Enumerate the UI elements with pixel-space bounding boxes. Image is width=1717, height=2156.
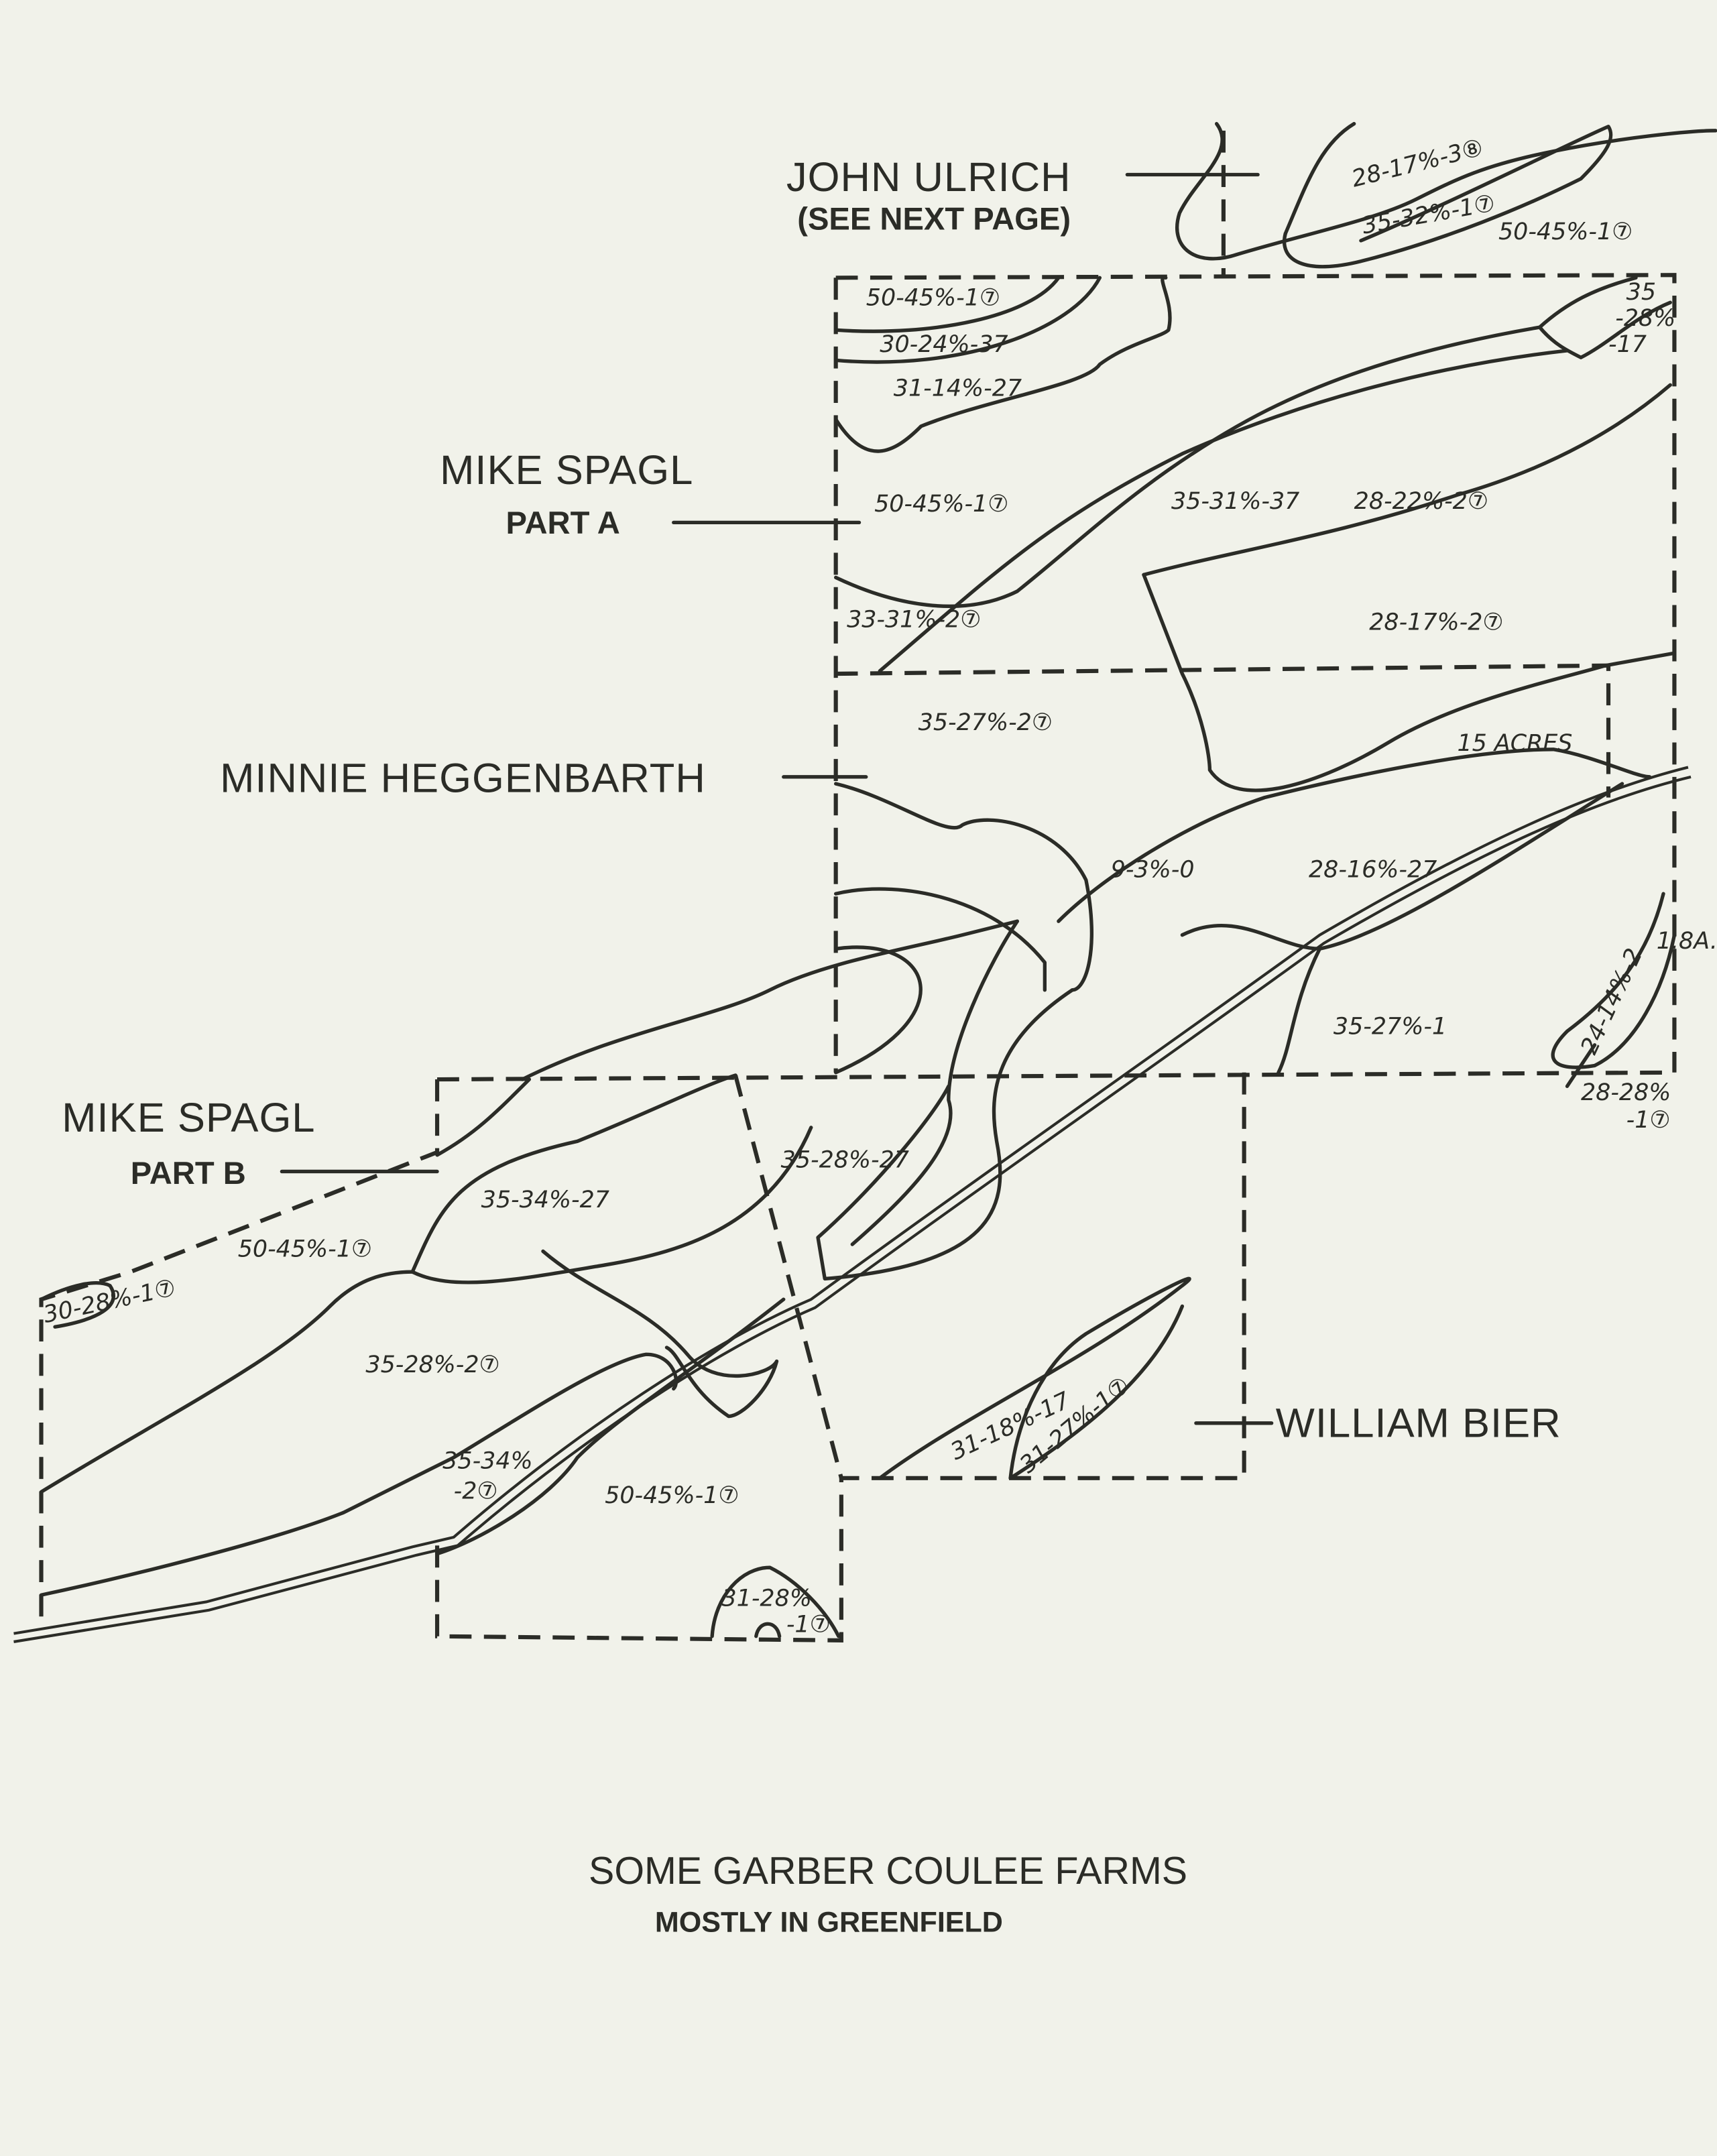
soil-label: 50-45%-1⑦ xyxy=(1498,219,1633,245)
soil-label: 35-34% xyxy=(442,1447,532,1474)
soil-label: 35-31%-37 xyxy=(1171,488,1299,515)
owner-label-john-ulrich: JOHN ULRICH xyxy=(786,154,1071,200)
soil-label: -17 xyxy=(1608,331,1647,358)
soil-label: 35-27%-1 xyxy=(1334,1013,1447,1040)
owner-label-william-bier: WILLIAM BIER xyxy=(1276,1400,1561,1446)
soil-label: 31-14%-27 xyxy=(894,375,1022,402)
soil-label: 15 ACRES xyxy=(1457,730,1572,757)
soil-label: 28-17%-3⑧ xyxy=(1349,134,1486,192)
soil-label: 35 xyxy=(1626,279,1656,306)
owner-part-b: PART B xyxy=(131,1155,246,1191)
owner-part-a: PART A xyxy=(506,505,620,540)
soil-label: 33-31%-2⑦ xyxy=(847,606,981,633)
soil-label: -2⑦ xyxy=(454,1478,498,1505)
soil-boundaries xyxy=(39,121,1717,1638)
soil-label: 35-27%-2⑦ xyxy=(919,709,1053,736)
soil-label: 28-28% xyxy=(1581,1079,1671,1106)
soil-label: 28-22%-2⑦ xyxy=(1354,488,1488,515)
leader-lines xyxy=(280,172,1274,1425)
owner-label-mike-spagl-b: MIKE SPAGL xyxy=(62,1095,315,1141)
soil-label: 50-45%-1⑦ xyxy=(605,1482,739,1509)
soil-label: 28-16%-27 xyxy=(1309,857,1437,884)
soil-label: 35-32%-1⑦ xyxy=(1360,190,1497,239)
soil-label: 35-28%-2⑦ xyxy=(365,1352,499,1378)
owner-label-minnie-heggenbarth: MINNIE HEGGENBARTH xyxy=(220,755,706,801)
soil-label: 30-28%-1⑦ xyxy=(41,1274,178,1329)
owner-label-mike-spagl-a: MIKE SPAGL xyxy=(440,447,693,493)
map-title: SOME GARBER COULEE FARMS xyxy=(589,1850,1187,1893)
soil-label: 24-14%-2 xyxy=(1576,945,1648,1059)
soil-label: 50-45%-1⑦ xyxy=(874,491,1008,518)
soil-label: -1⑦ xyxy=(786,1612,831,1638)
soil-label: 1.8A. xyxy=(1657,928,1717,955)
soil-label: 35-28%-27 xyxy=(781,1146,909,1173)
soil-label: 50-45%-1⑦ xyxy=(238,1236,372,1263)
property-boundaries xyxy=(39,130,1677,1642)
owner-note-see-next-page: (SEE NEXT PAGE) xyxy=(797,201,1071,237)
soil-label: 31-28% xyxy=(721,1585,811,1612)
soil-label: 30-24%-37 xyxy=(880,331,1008,358)
map-subtitle: MOSTLY IN GREENFIELD xyxy=(655,1907,1003,1939)
soil-label: 50-45%-1⑦ xyxy=(866,284,1000,311)
soil-label: 35-34%-27 xyxy=(481,1187,609,1213)
soil-label: 9-3%-0 xyxy=(1111,857,1195,884)
soil-label: -1⑦ xyxy=(1626,1107,1671,1134)
soil-label: 28-17%-2⑦ xyxy=(1369,609,1503,636)
soil-label: -28% xyxy=(1615,305,1675,332)
